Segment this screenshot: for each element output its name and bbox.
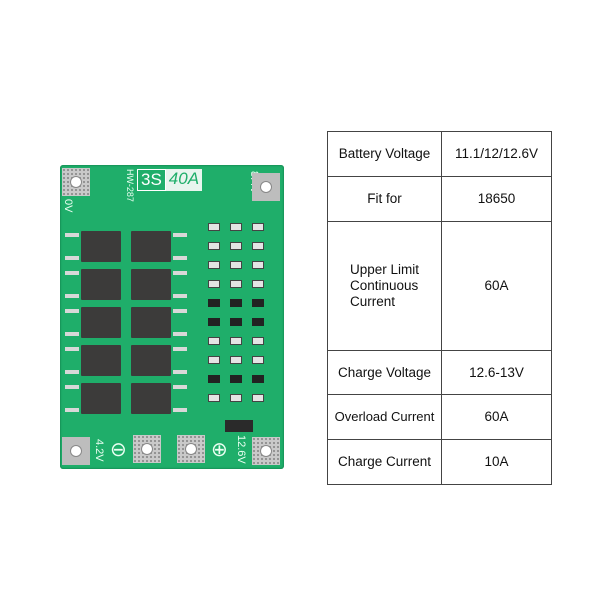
smd-resistor bbox=[230, 261, 242, 269]
spec-label: Fit for bbox=[327, 175, 442, 222]
spec-label: Overload Current bbox=[327, 394, 442, 441]
mosfet bbox=[65, 267, 123, 302]
mosfet bbox=[65, 229, 123, 264]
smd-resistor bbox=[230, 242, 242, 250]
smd-resistor bbox=[230, 223, 242, 231]
mosfet bbox=[129, 229, 187, 264]
spec-label-line: Current bbox=[349, 293, 395, 309]
ic-chip bbox=[252, 375, 264, 383]
ic-chip bbox=[208, 318, 220, 326]
smd-resistor bbox=[252, 394, 264, 402]
rating-label: 3S 40A bbox=[137, 169, 203, 191]
mosfet bbox=[129, 305, 187, 340]
pad-b-minus bbox=[133, 435, 161, 463]
smd-resistor bbox=[208, 356, 220, 364]
spec-label-line: Upper Limit bbox=[349, 261, 420, 277]
ic-chip bbox=[208, 299, 220, 307]
bms-circuit-board: 0V HW-287 3S 40A 8.4V 4.2V ⊖ ⊕ 12.6V bbox=[60, 165, 284, 469]
smd-resistor bbox=[208, 337, 220, 345]
spec-label: Charge Voltage bbox=[327, 349, 442, 396]
spec-value: 11.1/12/12.6V bbox=[441, 131, 552, 177]
ic-chip bbox=[252, 299, 264, 307]
smd-resistor bbox=[208, 280, 220, 288]
smd-resistor bbox=[230, 394, 242, 402]
label-4-2v: 4.2V bbox=[93, 439, 105, 462]
smd-resistor bbox=[252, 356, 264, 364]
ic-chip bbox=[230, 375, 242, 383]
ic-chip bbox=[208, 375, 220, 383]
pad-0v bbox=[62, 168, 90, 196]
pad-b-plus bbox=[177, 435, 205, 463]
mosfet bbox=[129, 267, 187, 302]
smd-resistor bbox=[208, 223, 220, 231]
minus-icon: ⊖ bbox=[110, 439, 127, 461]
diode bbox=[225, 420, 253, 432]
smd-resistor bbox=[208, 242, 220, 250]
ic-chip bbox=[252, 318, 264, 326]
mosfet bbox=[129, 343, 187, 378]
smd-resistor bbox=[230, 356, 242, 364]
pad-4-2v bbox=[62, 437, 90, 465]
mosfet bbox=[65, 305, 123, 340]
model-label: HW-287 bbox=[125, 169, 135, 202]
mosfet bbox=[65, 381, 123, 416]
smd-resistor bbox=[252, 261, 264, 269]
spec-label-line: Continuous bbox=[349, 277, 419, 293]
label-12-6v: 12.6V bbox=[235, 435, 247, 464]
ic-chip bbox=[230, 299, 242, 307]
smd-resistor bbox=[252, 223, 264, 231]
spec-value: 18650 bbox=[441, 175, 552, 222]
smd-resistor bbox=[230, 337, 242, 345]
smd-resistor bbox=[208, 394, 220, 402]
smd-resistor bbox=[230, 280, 242, 288]
pad-8-4v bbox=[252, 173, 280, 201]
pad-12-6v bbox=[252, 437, 280, 465]
smd-resistor bbox=[252, 337, 264, 345]
plus-icon: ⊕ bbox=[211, 439, 228, 461]
smd-resistor bbox=[252, 280, 264, 288]
spec-label: Battery Voltage bbox=[327, 131, 442, 177]
smd-resistor bbox=[208, 261, 220, 269]
spec-value: 60A bbox=[441, 220, 552, 351]
label-0v: 0V bbox=[62, 199, 74, 213]
spec-value: 10A bbox=[441, 439, 552, 485]
current-label: 40A bbox=[165, 169, 203, 191]
spec-value: 12.6-13V bbox=[441, 349, 552, 396]
spec-label: Charge Current bbox=[327, 439, 442, 485]
mosfet bbox=[129, 381, 187, 416]
smd-resistor bbox=[252, 242, 264, 250]
ic-chip bbox=[230, 318, 242, 326]
mosfet bbox=[65, 343, 123, 378]
series-label: 3S bbox=[137, 169, 166, 191]
spec-value: 60A bbox=[441, 394, 552, 441]
